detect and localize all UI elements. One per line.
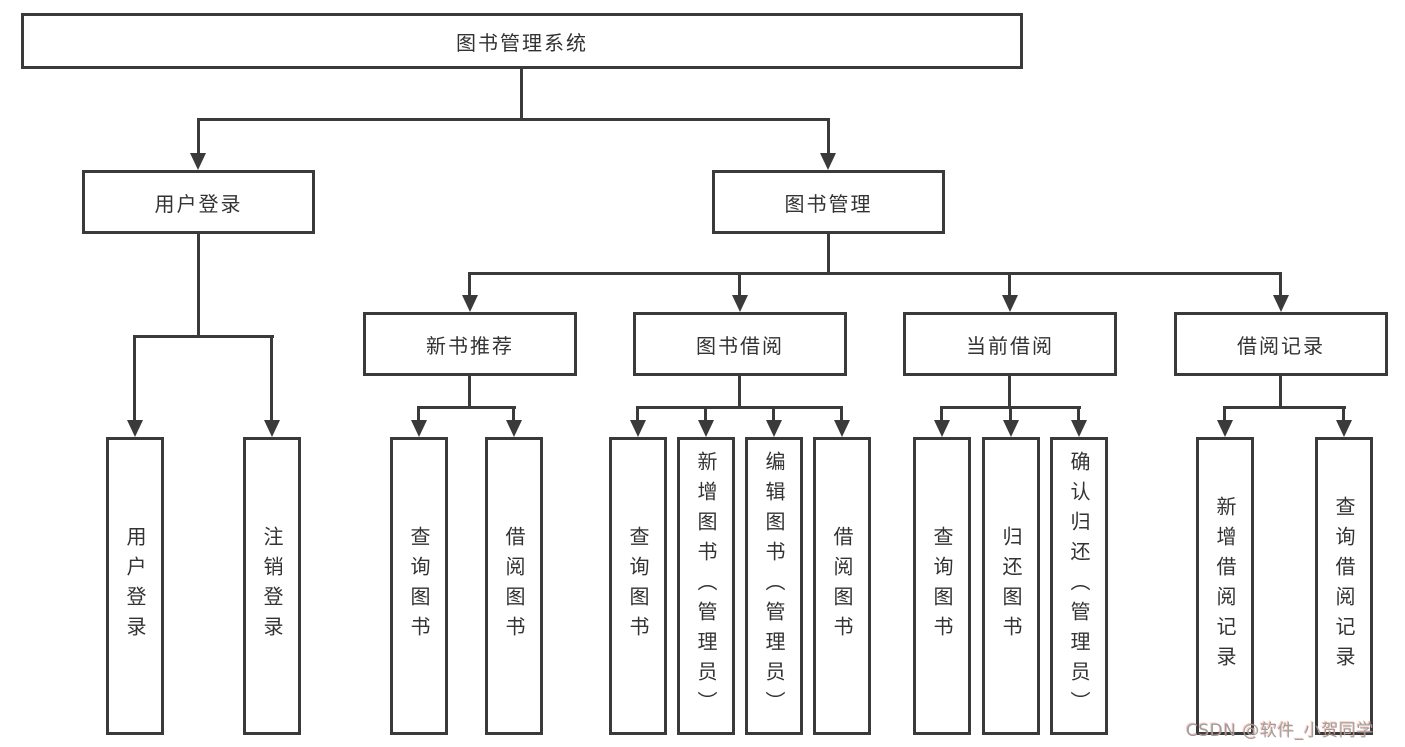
leaf-add-borrow-record-label: 新增借阅记录 xyxy=(1213,496,1237,676)
leaf-confirm-return-admin: 确认归还（管理员） xyxy=(1050,437,1108,735)
connector-line xyxy=(636,406,639,420)
arrow-down-icon xyxy=(820,153,836,170)
connector-line xyxy=(840,406,843,420)
connector-line xyxy=(827,234,830,272)
leaf-add-book-admin: 新增图书（管理员） xyxy=(677,437,735,735)
connector-line xyxy=(1279,376,1282,406)
arrow-down-icon xyxy=(264,420,280,437)
arrow-down-icon xyxy=(834,420,850,437)
connector-line xyxy=(417,406,420,420)
connector-line xyxy=(1009,406,1012,420)
leaf-add-book-admin-label: 新增图书（管理员） xyxy=(694,451,718,721)
watermark-text: CSDN @软件_小贺同学 xyxy=(1186,721,1374,741)
leaf-add-borrow-record: 新增借阅记录 xyxy=(1196,437,1254,735)
leaf-edit-book-admin: 编辑图书（管理员） xyxy=(745,437,803,735)
arrow-down-icon xyxy=(190,153,206,170)
node-book-borrow: 图书借阅 xyxy=(633,312,847,376)
connector-line xyxy=(468,376,471,406)
arrow-down-icon xyxy=(1071,420,1087,437)
leaf-query-borrow-record-label: 查询借阅记录 xyxy=(1332,496,1356,676)
connector-line xyxy=(1342,406,1345,420)
connector-line xyxy=(772,406,775,420)
node-user-login: 用户登录 xyxy=(82,170,315,234)
node-new-book-recommend-label: 新书推荐 xyxy=(426,333,514,358)
connector-line xyxy=(1077,406,1080,420)
arrow-down-icon xyxy=(766,420,782,437)
connector-line xyxy=(197,118,200,155)
connector-line xyxy=(197,118,830,121)
connector-line xyxy=(270,335,273,420)
connector-line xyxy=(738,376,741,406)
node-root-label: 图书管理系统 xyxy=(456,30,588,55)
leaf-confirm-return-admin-label: 确认归还（管理员） xyxy=(1067,451,1091,721)
node-book-management: 图书管理 xyxy=(712,170,945,234)
node-current-borrow: 当前借阅 xyxy=(903,312,1117,376)
leaf-query-book-borrow: 查询图书 xyxy=(609,437,667,735)
leaf-query-book-recommend: 查询图书 xyxy=(390,437,448,735)
arrow-down-icon xyxy=(934,420,950,437)
arrow-down-icon xyxy=(506,420,522,437)
arrow-down-icon xyxy=(732,295,748,312)
arrow-down-icon xyxy=(698,420,714,437)
leaf-return-book-label: 归还图书 xyxy=(999,526,1023,646)
connector-line xyxy=(197,234,200,335)
node-new-book-recommend: 新书推荐 xyxy=(363,312,577,376)
connector-line xyxy=(468,272,471,295)
arrow-down-icon xyxy=(1336,420,1352,437)
arrow-down-icon xyxy=(462,295,478,312)
leaf-query-book-current: 查询图书 xyxy=(913,437,971,735)
arrow-down-icon xyxy=(1217,420,1233,437)
connector-line xyxy=(520,68,523,118)
node-current-borrow-label: 当前借阅 xyxy=(966,333,1054,358)
leaf-edit-book-admin-label: 编辑图书（管理员） xyxy=(762,451,786,721)
leaf-query-book-current-label: 查询图书 xyxy=(930,526,954,646)
connector-line xyxy=(512,406,515,420)
leaf-borrow-book-borrow: 借阅图书 xyxy=(813,437,871,735)
leaf-user-login: 用户登录 xyxy=(106,437,164,735)
leaf-borrow-book-recommend-label: 借阅图书 xyxy=(502,526,526,646)
connector-line xyxy=(417,406,516,409)
connector-line xyxy=(133,335,274,338)
arrow-down-icon xyxy=(411,420,427,437)
arrow-down-icon xyxy=(1273,295,1289,312)
connector-line xyxy=(827,118,830,155)
node-book-borrow-label: 图书借阅 xyxy=(696,333,784,358)
connector-line xyxy=(468,272,1282,275)
arrow-down-icon xyxy=(1002,295,1018,312)
connector-line xyxy=(1279,272,1282,295)
node-user-login-label: 用户登录 xyxy=(154,191,243,216)
connector-line xyxy=(636,406,843,409)
leaf-logout-login-label: 注销登录 xyxy=(260,526,284,646)
node-borrow-record-label: 借阅记录 xyxy=(1237,333,1325,358)
connector-line xyxy=(1223,406,1226,420)
node-root: 图书管理系统 xyxy=(21,13,1023,69)
arrow-down-icon xyxy=(630,420,646,437)
connector-line xyxy=(738,272,741,295)
connector-line xyxy=(704,406,707,420)
leaf-query-borrow-record: 查询借阅记录 xyxy=(1315,437,1373,735)
leaf-user-login-label: 用户登录 xyxy=(123,526,147,646)
leaf-borrow-book-borrow-label: 借阅图书 xyxy=(830,526,854,646)
leaf-query-book-borrow-label: 查询图书 xyxy=(626,526,650,646)
arrow-down-icon xyxy=(127,420,143,437)
leaf-query-book-recommend-label: 查询图书 xyxy=(407,526,431,646)
connector-line xyxy=(940,406,943,420)
leaf-logout-login: 注销登录 xyxy=(243,437,301,735)
node-book-management-label: 图书管理 xyxy=(784,191,873,216)
leaf-borrow-book-recommend: 借阅图书 xyxy=(485,437,543,735)
connector-line xyxy=(1223,406,1346,409)
node-borrow-record: 借阅记录 xyxy=(1174,312,1388,376)
arrow-down-icon xyxy=(1003,420,1019,437)
connector-line xyxy=(1008,272,1011,295)
connector-line xyxy=(133,335,136,420)
leaf-return-book: 归还图书 xyxy=(982,437,1040,735)
connector-line xyxy=(1008,376,1011,406)
